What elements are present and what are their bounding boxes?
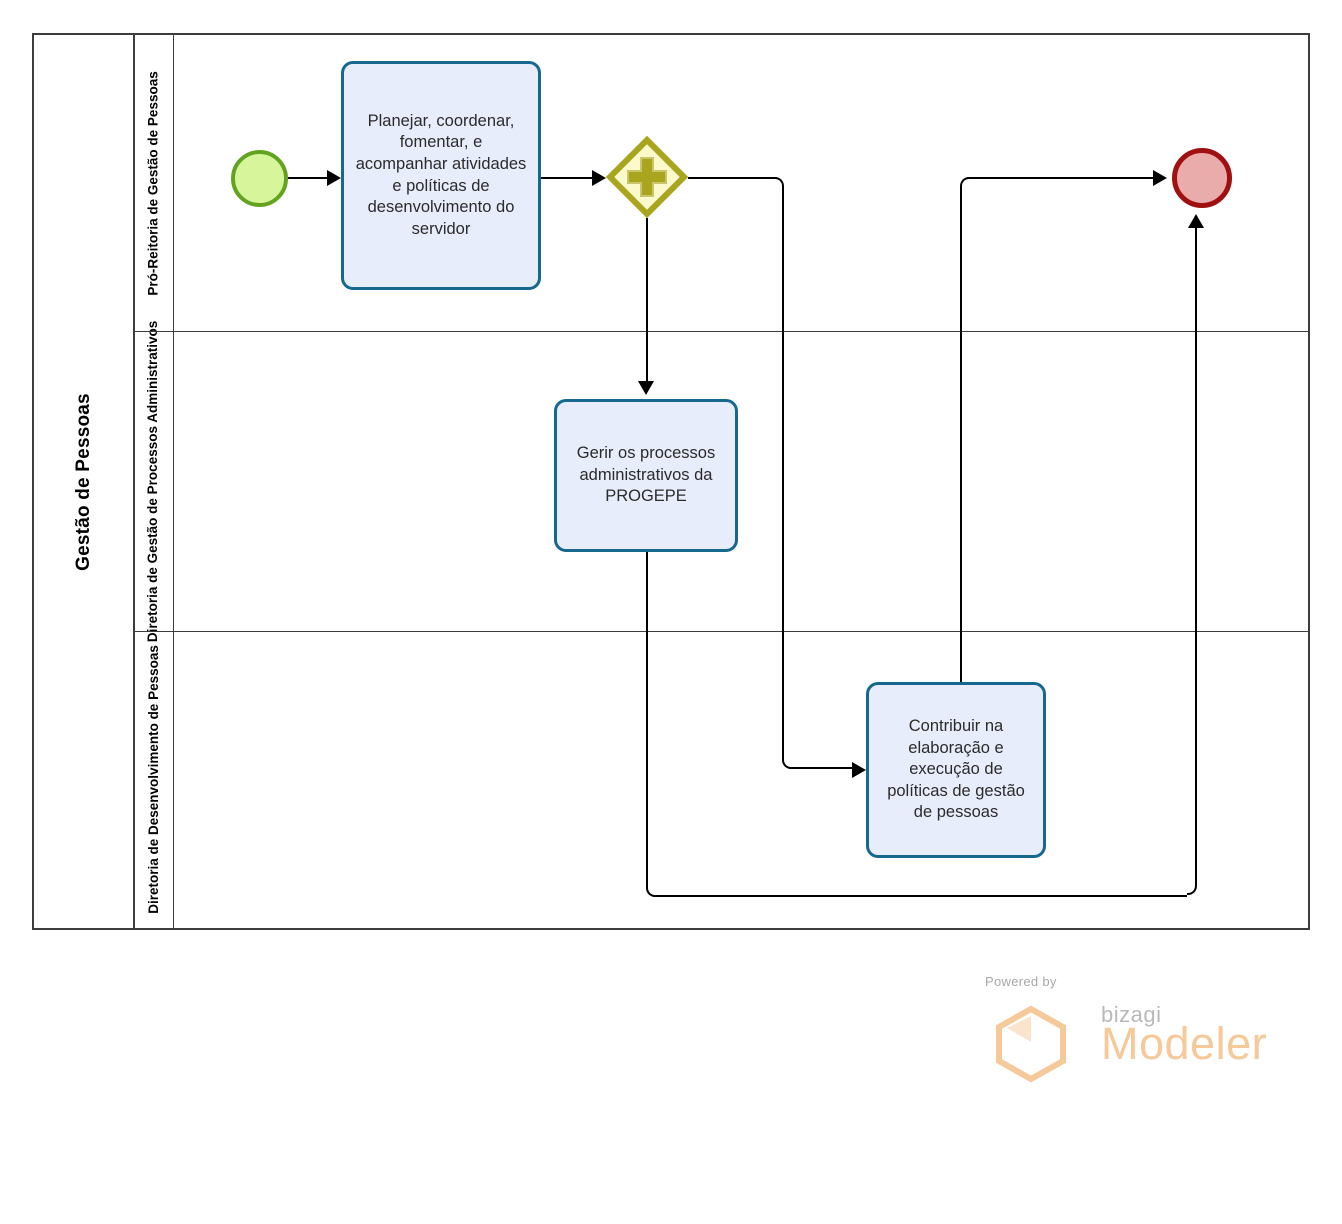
- task-gerir-processos-administrativos[interactable]: Gerir os processos administrativos da PR…: [554, 399, 738, 552]
- flow-contribuir-to-end-seg-h: [970, 177, 1155, 179]
- flow-gateway-to-contribuir-corner-tr: [774, 177, 784, 187]
- task-planejar-coordenar-fomentar[interactable]: Planejar, coordenar, fomentar, e acompan…: [341, 61, 541, 290]
- end-event[interactable]: [1172, 148, 1232, 208]
- flow-gerir-to-end-seg-h: [656, 895, 1187, 897]
- flow-gateway-to-contribuir-corner-bl: [782, 759, 792, 769]
- bizagi-cube-icon: [996, 1006, 1066, 1082]
- lane-title-desenvolvimento: Diretoria de Desenvolvimento de Pessoas: [145, 645, 161, 914]
- pool-title: Gestão de Pessoas: [72, 392, 94, 571]
- bizagi-watermark: Powered by bizagi Modeler: [985, 974, 1267, 1082]
- flow-start-to-planejar-arrowhead: [327, 170, 341, 186]
- lane-title-processos-administrativos: Diretoria de Gestão de Processos Adminis…: [145, 320, 161, 642]
- lane-header-desenvolvimento: Diretoria de Desenvolvimento de Pessoas: [135, 631, 174, 928]
- lane-diretoria-de-desenvolvimento-de-pessoas[interactable]: Diretoria de Desenvolvimento de Pessoas: [135, 631, 1310, 928]
- start-event[interactable]: [231, 150, 288, 207]
- lane-pro-reitoria-de-gestao-de-pessoas[interactable]: Pró-Reitoria de Gestão de Pessoas: [135, 35, 1310, 331]
- flow-gerir-to-end-seg-v1: [646, 552, 648, 887]
- bizagi-wordmark: bizagi: [1101, 1002, 1162, 1027]
- flow-gateway-to-gerir-arrowhead: [638, 381, 654, 395]
- flow-gerir-to-end-seg-v2: [1195, 228, 1197, 885]
- lane-diretoria-de-gestao-de-processos-administrativos[interactable]: Diretoria de Gestão de Processos Adminis…: [135, 320, 1310, 642]
- lane-divider-1: [135, 331, 1310, 332]
- flow-gateway-to-contribuir-seg-h2: [792, 767, 854, 769]
- powered-by-label: Powered by: [985, 974, 1057, 989]
- flow-gerir-to-end-arrowhead: [1188, 214, 1204, 228]
- flow-planejar-to-gateway: [541, 177, 593, 179]
- flow-contribuir-to-end-seg-v: [960, 187, 962, 682]
- task-contribuir-elaboracao-politicas[interactable]: Contribuir na elaboração e execução de p…: [866, 682, 1046, 858]
- flow-gateway-to-contribuir-seg-v: [782, 187, 784, 759]
- lane-divider-2: [135, 631, 1310, 632]
- flow-gateway-to-contribuir-arrowhead: [852, 762, 866, 778]
- flow-start-to-planejar: [288, 177, 327, 179]
- modeler-wordmark: Modeler: [1101, 1018, 1268, 1069]
- flow-planejar-to-gateway-arrowhead: [592, 170, 606, 186]
- pool-header: Gestão de Pessoas: [34, 35, 135, 928]
- parallel-gateway-icon: [605, 135, 689, 219]
- lane-header-processos-administrativos: Diretoria de Gestão de Processos Adminis…: [135, 320, 174, 642]
- flow-gerir-to-end-corner-bl: [646, 887, 656, 897]
- flow-contribuir-to-end-arrowhead: [1153, 170, 1167, 186]
- flow-contribuir-to-end-corner-tl: [960, 177, 970, 187]
- lane-title-pro-reitoria: Pró-Reitoria de Gestão de Pessoas: [145, 70, 161, 296]
- flow-gateway-to-gerir: [646, 218, 648, 381]
- parallel-gateway[interactable]: [605, 135, 689, 219]
- flow-gateway-to-contribuir-seg-h1: [688, 177, 774, 179]
- flow-gerir-to-end-corner-br: [1187, 885, 1197, 895]
- lane-header-pro-reitoria: Pró-Reitoria de Gestão de Pessoas: [135, 35, 174, 331]
